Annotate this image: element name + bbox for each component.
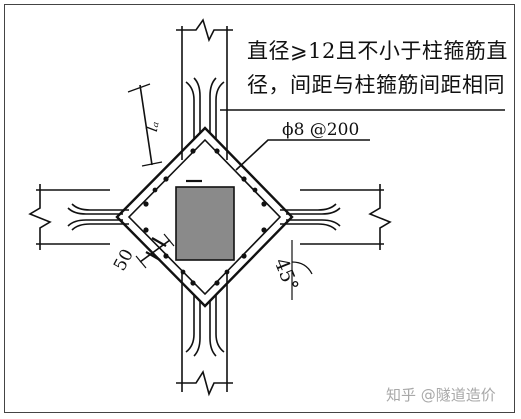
left-hook-bottom [71, 223, 129, 231]
rebar-dot [143, 227, 149, 233]
rebar-dot [261, 201, 267, 207]
rebar-dot [224, 269, 230, 275]
rebar-dot [163, 176, 169, 182]
angle-arc [291, 261, 313, 275]
bottom-hook-left [185, 294, 195, 353]
drawing-frame [4, 4, 515, 413]
top-hook-left-2 [193, 77, 201, 134]
rebar-dot [252, 187, 258, 193]
bottom-break-mark [176, 370, 233, 397]
rebar-dot [214, 148, 220, 154]
right-hook-top-2 [286, 207, 341, 215]
la-ext-1 [127, 83, 151, 93]
rebar-dot [180, 269, 186, 275]
left-hook-top [71, 203, 129, 211]
top-hook-right [215, 81, 225, 140]
rebar-dot [241, 176, 247, 182]
column-core [175, 186, 235, 261]
dim50-tick-1 [135, 255, 147, 269]
dim50-line [139, 239, 171, 263]
watermark: 知乎 @隧道造价 [386, 386, 496, 404]
rebar-dot [190, 148, 196, 154]
rebar-dot [261, 227, 267, 233]
right-hook-bottom-2 [286, 219, 341, 227]
rebar-dot [143, 201, 149, 207]
top-hook-right-2 [209, 77, 217, 134]
rebar-spec-label: ϕ8 @200 [282, 120, 360, 140]
la-dim-line [139, 84, 153, 166]
right-hook-top [280, 203, 337, 211]
left-break-mark [28, 184, 52, 250]
rebar-dot [241, 253, 247, 259]
tie-left-2 [145, 251, 161, 261]
top-break-mark [176, 18, 233, 43]
bottom-hook-right-2 [209, 300, 217, 357]
right-break-mark [368, 184, 392, 250]
outer-diamond-hoop [115, 126, 294, 308]
la-ext-2 [141, 161, 163, 167]
left-hook-top-2 [67, 207, 123, 215]
rebar-dot [152, 187, 158, 193]
bottom-hook-left-2 [193, 300, 201, 357]
spec-leader [235, 139, 370, 171]
rebar-dot [214, 280, 220, 286]
dim50-tick-2 [163, 233, 175, 247]
top-hook-left [185, 81, 195, 140]
note-line-1: 直径⩾12且不小于柱箍筋直 [247, 39, 508, 63]
left-hook-bottom-2 [67, 219, 123, 227]
rebar-dot [190, 280, 196, 286]
right-hook-bottom [280, 223, 337, 231]
rebar-dot [163, 253, 169, 259]
tie-left [151, 237, 167, 247]
bottom-hook-right [215, 294, 225, 353]
note-line-2: 径，间距与柱箍筋间距相同 [247, 73, 505, 97]
